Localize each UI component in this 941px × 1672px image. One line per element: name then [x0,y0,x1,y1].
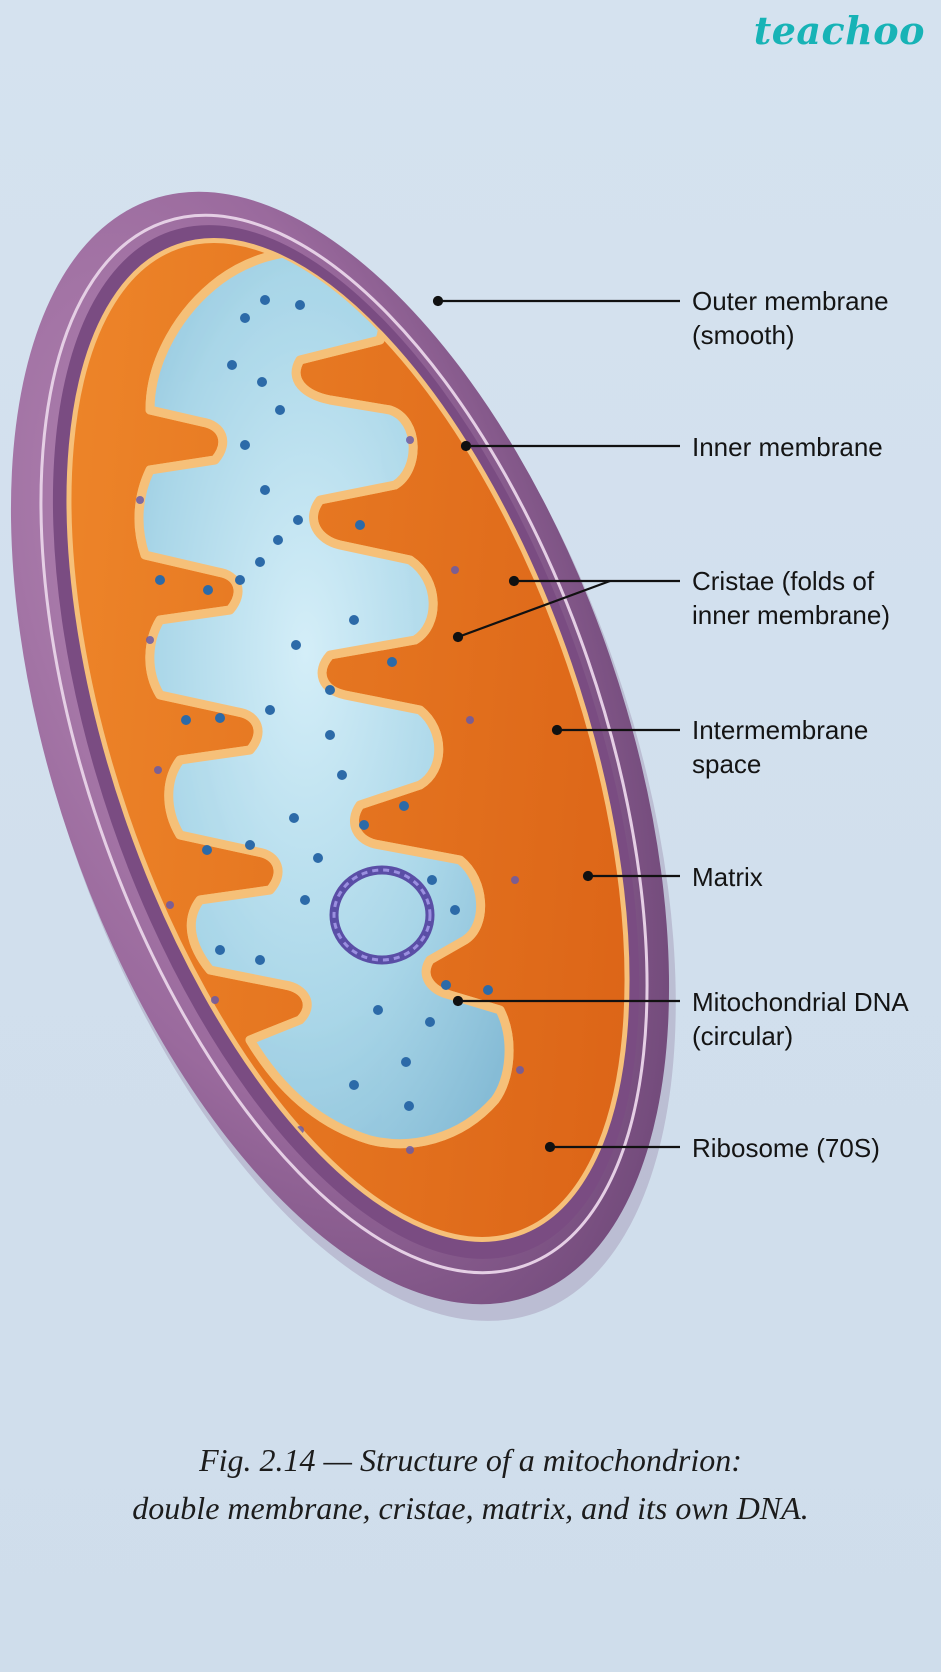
label-inner-membrane: Inner membrane [692,432,883,462]
leader-lines [432,295,680,1153]
label-ribosome: Ribosome (70S) [692,1133,880,1163]
teachoo-logo: teachoo [753,8,925,53]
mitochondrial-dna-ring [329,865,435,965]
label-outer-membrane: Outer membrane(smooth) [692,286,889,350]
caption-line-2: double membrane, cristae, matrix, and it… [132,1490,809,1526]
figure-caption: Fig. 2.14 — Structure of a mitochondrion… [0,1436,941,1532]
outer-membrane-rim [39,213,649,1275]
label-mitochondrial-dna: Mitochondrial DNA(circular) [692,987,909,1051]
ribosome-granules [136,436,524,1154]
caption-line-1: Fig. 2.14 — Structure of a mitochondrion… [199,1442,742,1478]
label-matrix: Matrix [692,862,763,892]
matrix-granules [155,295,493,1111]
